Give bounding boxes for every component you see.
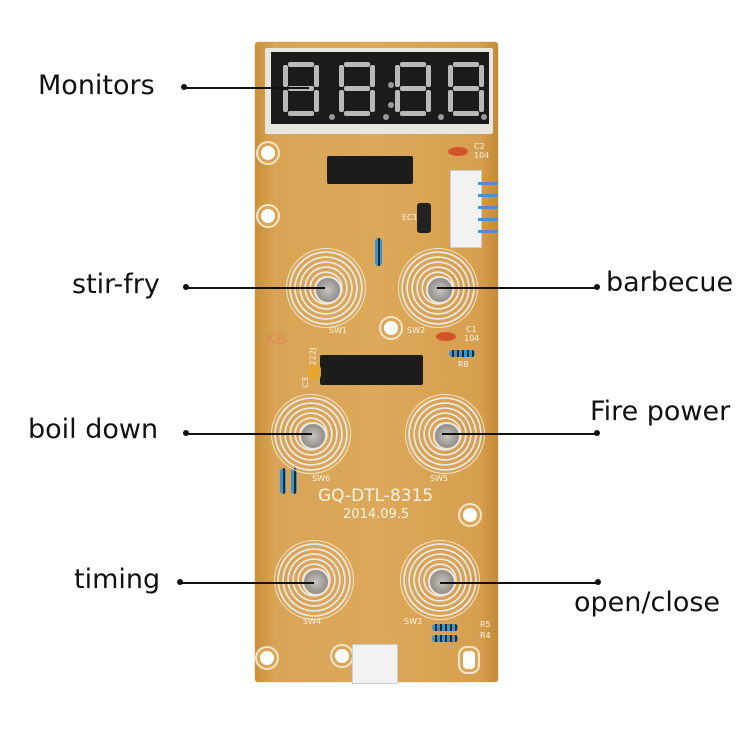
c2-label: C2 xyxy=(474,142,485,151)
mounting-hole xyxy=(332,646,352,666)
resistor-r8 xyxy=(449,350,475,357)
leader-line-barbecue xyxy=(437,287,597,289)
leader-dot xyxy=(594,430,600,436)
label-monitors: Monitors xyxy=(38,70,155,101)
mounting-slot xyxy=(460,648,478,672)
ceramic-capacitor-c2 xyxy=(448,147,468,156)
ic-chip-middle xyxy=(320,355,423,385)
sw6-label: SW6 xyxy=(312,474,331,483)
switch-contact xyxy=(426,276,454,304)
ceramic-capacitor-c3 xyxy=(309,364,321,380)
ic-chip-top xyxy=(327,156,413,184)
sw3-label: SW3 xyxy=(404,617,423,626)
colon-dot xyxy=(388,82,394,88)
label-open-close: open/close xyxy=(574,587,721,618)
decimal-point xyxy=(329,114,335,120)
leader-dot xyxy=(594,284,600,290)
wire-connector xyxy=(450,170,482,248)
switch-contact xyxy=(299,422,327,450)
label-barbecue: barbecue xyxy=(606,267,734,298)
bottom-connector xyxy=(352,644,398,684)
mounting-hole xyxy=(460,505,480,525)
display-digit xyxy=(395,62,431,116)
mounting-hole xyxy=(258,143,278,163)
r8-label: R8 xyxy=(458,360,469,369)
decimal-point xyxy=(383,114,389,120)
leader-line-open-close xyxy=(440,582,598,584)
ec1-label: EC1 xyxy=(402,213,418,222)
display-face xyxy=(271,52,489,124)
r5-label: R5 xyxy=(480,620,491,629)
switch-contact xyxy=(314,276,342,304)
sw2-label: SW2 xyxy=(407,326,426,335)
board-model-text: GQ-DTL-8315 xyxy=(318,486,434,506)
c1-label: C1 xyxy=(466,325,477,334)
decimal-point xyxy=(438,114,444,120)
resistor-r1 xyxy=(280,468,286,494)
wire xyxy=(478,194,498,197)
sw5-label: SW5 xyxy=(430,474,449,483)
resistor-r5 xyxy=(432,624,458,631)
leader-line-boil-down xyxy=(186,433,312,435)
label-fire-power: Fire power xyxy=(590,396,731,427)
leader-line-fire-power xyxy=(442,433,597,435)
leader-line-monitors xyxy=(184,87,309,89)
touch-switch-sw1[interactable] xyxy=(286,248,366,328)
wire xyxy=(478,206,498,209)
mounting-hole xyxy=(257,648,277,668)
r4-label: R4 xyxy=(480,631,491,640)
touch-switch-sw3[interactable] xyxy=(400,540,480,620)
resistor-r4 xyxy=(432,635,458,642)
c3-value: 222J xyxy=(308,347,318,366)
c2-value: 104 xyxy=(474,151,490,160)
electrolytic-capacitor xyxy=(417,203,431,233)
seven-segment-display xyxy=(265,48,493,134)
resistor-r3 xyxy=(375,238,382,266)
wire xyxy=(478,182,498,185)
leader-line-timing xyxy=(180,582,314,584)
c3-label: C3 xyxy=(300,377,310,388)
sw4-label: SW4 xyxy=(303,617,322,626)
c1-value: 104 xyxy=(464,334,480,343)
colon-dot xyxy=(388,102,394,108)
display-digit xyxy=(283,62,319,116)
leader-dot xyxy=(595,579,601,585)
label-stir-fry: stir-fry xyxy=(72,269,160,300)
switch-contact xyxy=(433,422,461,450)
decimal-point xyxy=(481,114,487,120)
ceramic-capacitor-c1 xyxy=(436,332,456,341)
mounting-hole xyxy=(258,206,278,226)
brand-mark: KB xyxy=(266,330,287,348)
wire xyxy=(478,230,498,233)
wire xyxy=(478,218,498,221)
mounting-hole xyxy=(381,318,401,338)
display-digit xyxy=(339,62,375,116)
sw1-label: SW1 xyxy=(329,326,348,335)
display-digit xyxy=(448,62,484,116)
label-boil-down: boil down xyxy=(28,414,159,445)
resistor-r2 xyxy=(291,468,297,494)
leader-line-stir-fry xyxy=(186,287,325,289)
board-date-text: 2014.09.5 xyxy=(343,507,410,522)
touch-switch-sw4[interactable] xyxy=(274,540,354,620)
label-timing: timing xyxy=(74,564,161,595)
